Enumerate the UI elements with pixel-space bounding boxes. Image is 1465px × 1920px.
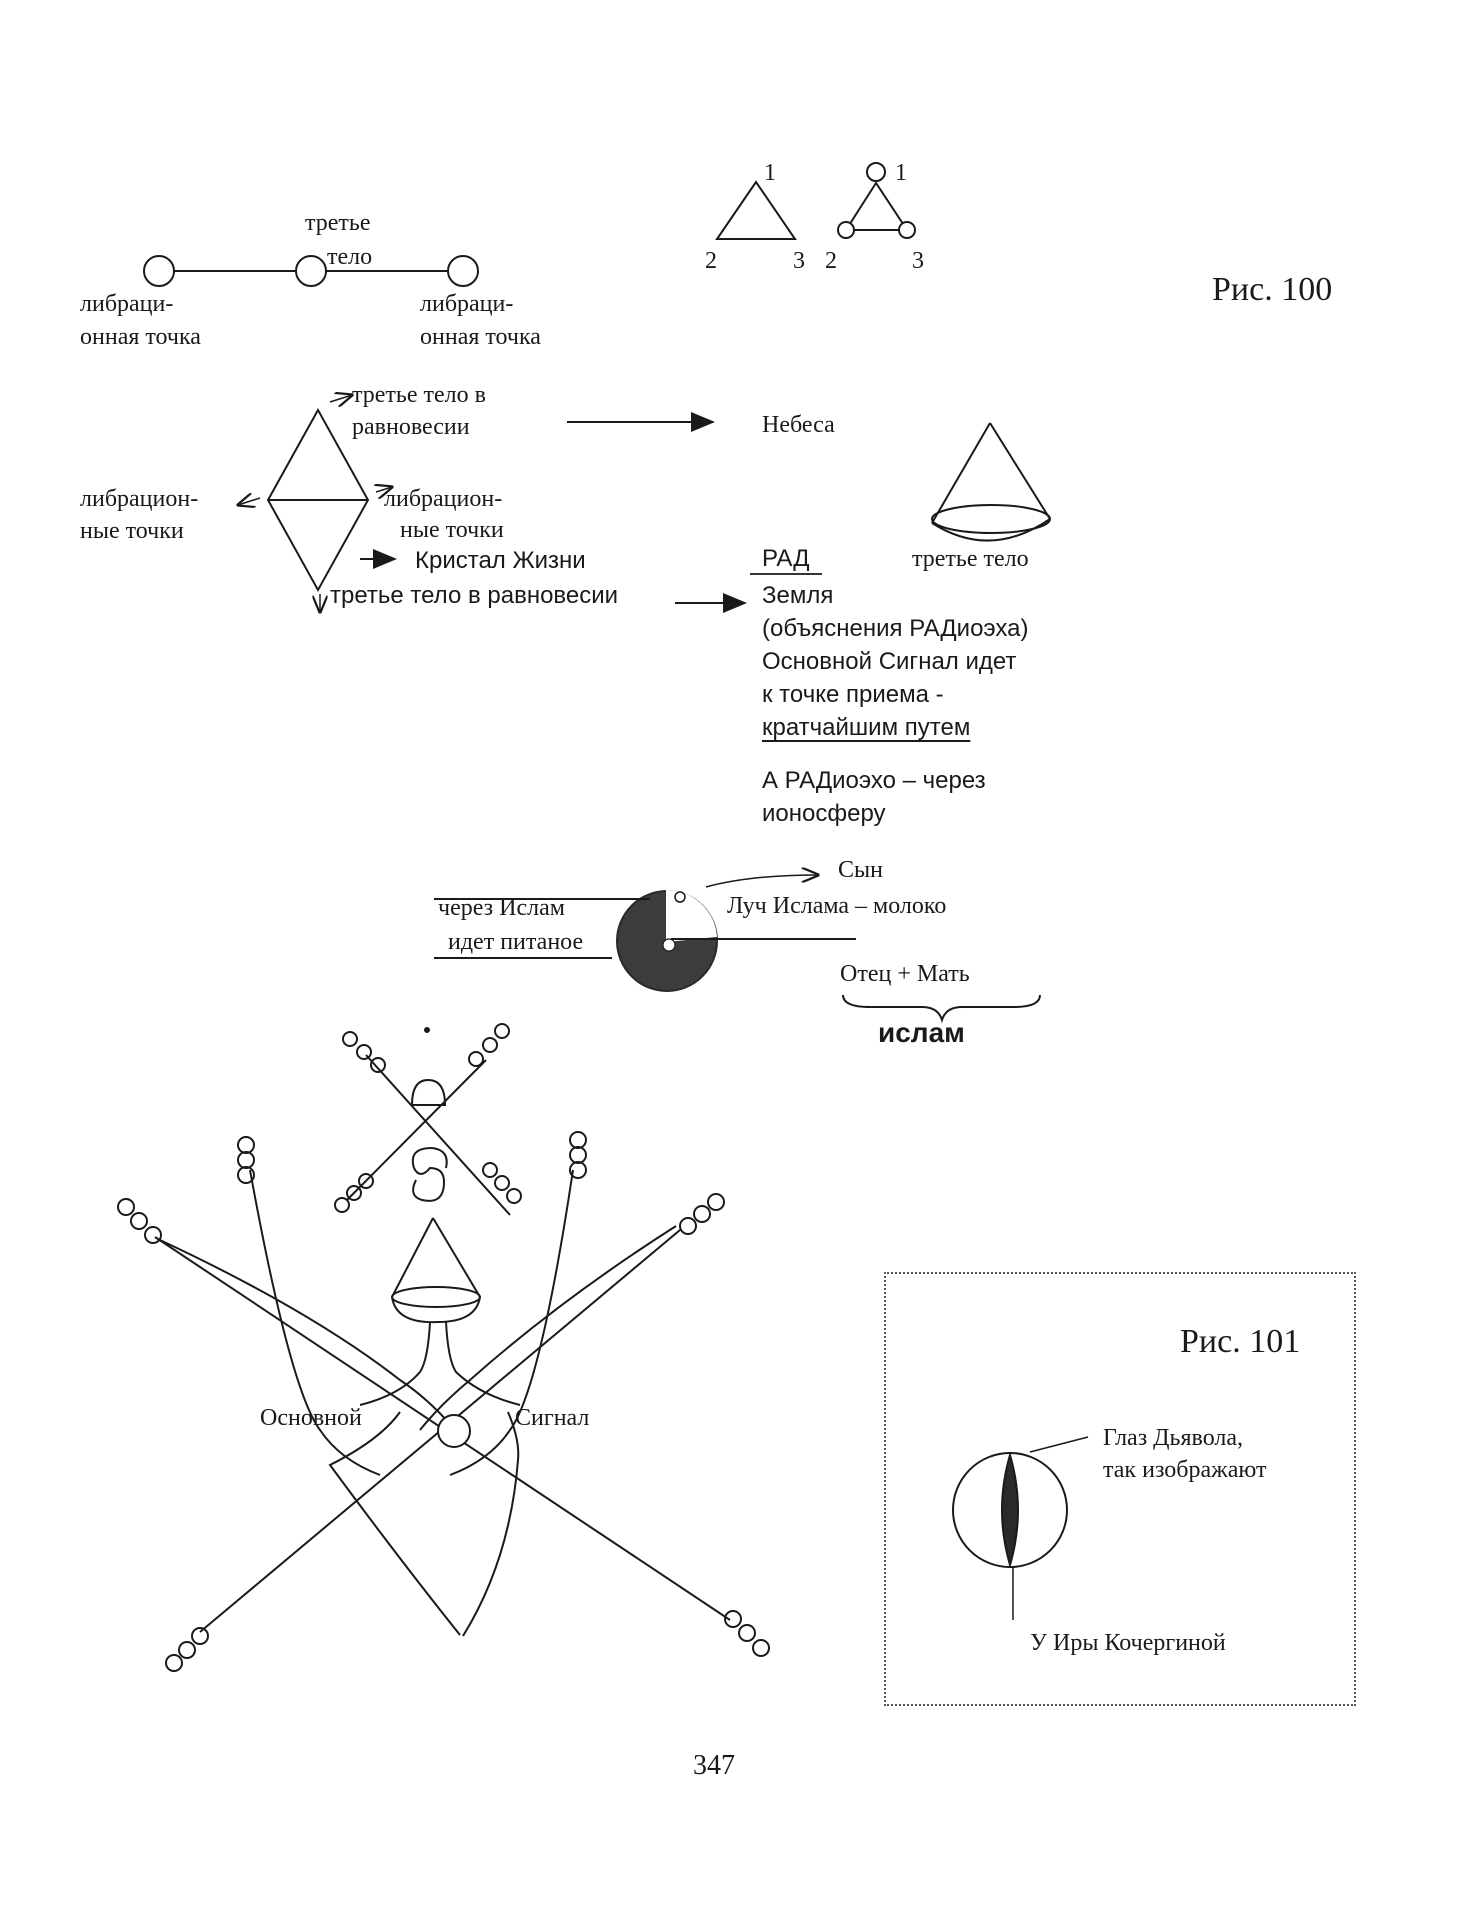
rhombus-top-label-1: третье тело в: [352, 382, 486, 408]
chain-label-third: третье: [305, 210, 371, 236]
crystal-of-life-label: Кристал Жизни: [415, 547, 586, 574]
rad-line-explanation: (объяснения РАДиоэха): [762, 615, 1029, 642]
rhombus-diagram: [238, 395, 397, 612]
rad-line-signal: Основной Сигнал идет: [762, 648, 1017, 675]
islam-disk: [434, 875, 1041, 1024]
fig101-bottom-label: У Иры Кочергиной: [1030, 1630, 1226, 1656]
devil-eye-diagram: [952, 1436, 1089, 1620]
rad-title: РАД: [762, 545, 810, 572]
triangle-circled: [837, 162, 916, 239]
devil-eye-label-2: так изображают: [1103, 1457, 1267, 1483]
cone-third-body: [931, 422, 1051, 542]
islam-son-label: Сын: [838, 857, 883, 883]
rhombus-top-label-2: равновесии: [352, 414, 470, 440]
islam-parents-label: Отец + Мать: [840, 961, 970, 987]
triangle-circled-vertex-1: 1: [895, 160, 907, 186]
chain-right-label-2: онная точка: [420, 324, 541, 350]
signal-figure: [117, 1023, 770, 1672]
page-number: 347: [693, 1750, 735, 1781]
rhombus-right-label-1: либрацион-: [384, 486, 503, 512]
cone-label: третье тело: [912, 546, 1029, 572]
heaven-label: Небеса: [762, 412, 835, 438]
triangle-plain: [715, 180, 797, 240]
fig100-caption: Рис. 100: [1212, 271, 1333, 308]
devil-eye-label-1: Глаз Дьявола,: [1103, 1425, 1244, 1451]
fig101-caption: Рис. 101: [1180, 1323, 1301, 1360]
rad-line-earth: Земля: [762, 582, 834, 609]
signal-left-label: Основной: [260, 1405, 362, 1431]
rhombus-left-label-2: ные точки: [80, 518, 184, 544]
triangle-plain-vertex-1: 1: [764, 160, 776, 186]
chain-label-body: тело: [327, 244, 373, 270]
triangle-circled-vertex-3: 3: [912, 248, 924, 274]
rhombus-left-label-1: либрацион-: [80, 486, 199, 512]
libration-chain: [143, 255, 479, 287]
triangle-plain-vertex-3: 3: [793, 248, 805, 274]
islam-left-label-1: через Ислам: [438, 895, 565, 921]
rad-line-point: к точке приема -: [762, 681, 944, 708]
islam-left-label-2: идет питаное: [448, 929, 584, 955]
rhombus-right-label-2: ные точки: [400, 517, 504, 543]
rad-echo-line-2: ионосферу: [762, 800, 886, 827]
chain-left-label-2: онная точка: [80, 324, 201, 350]
triangle-circled-vertex-2: 2: [825, 248, 837, 274]
islam-brace-label: ислам: [878, 1017, 965, 1048]
rad-line-shortest: кратчайшим путем: [762, 714, 971, 741]
libration-point-left: [143, 255, 175, 287]
chain-right-label-1: либраци-: [420, 291, 514, 317]
rhombus-bottom-label: третье тело в равновесии: [330, 582, 619, 609]
fig101-frame: [884, 1272, 1356, 1706]
libration-point-right: [447, 255, 479, 287]
triangle-plain-vertex-2: 2: [705, 248, 717, 274]
signal-right-label: Сигнал: [515, 1405, 590, 1431]
third-body-circle: [295, 255, 327, 287]
chain-left-label-1: либраци-: [80, 291, 174, 317]
rad-echo-line-1: А РАДиоэхо – через: [762, 767, 986, 794]
islam-ray-label: Луч Ислама – молоко: [727, 893, 947, 919]
